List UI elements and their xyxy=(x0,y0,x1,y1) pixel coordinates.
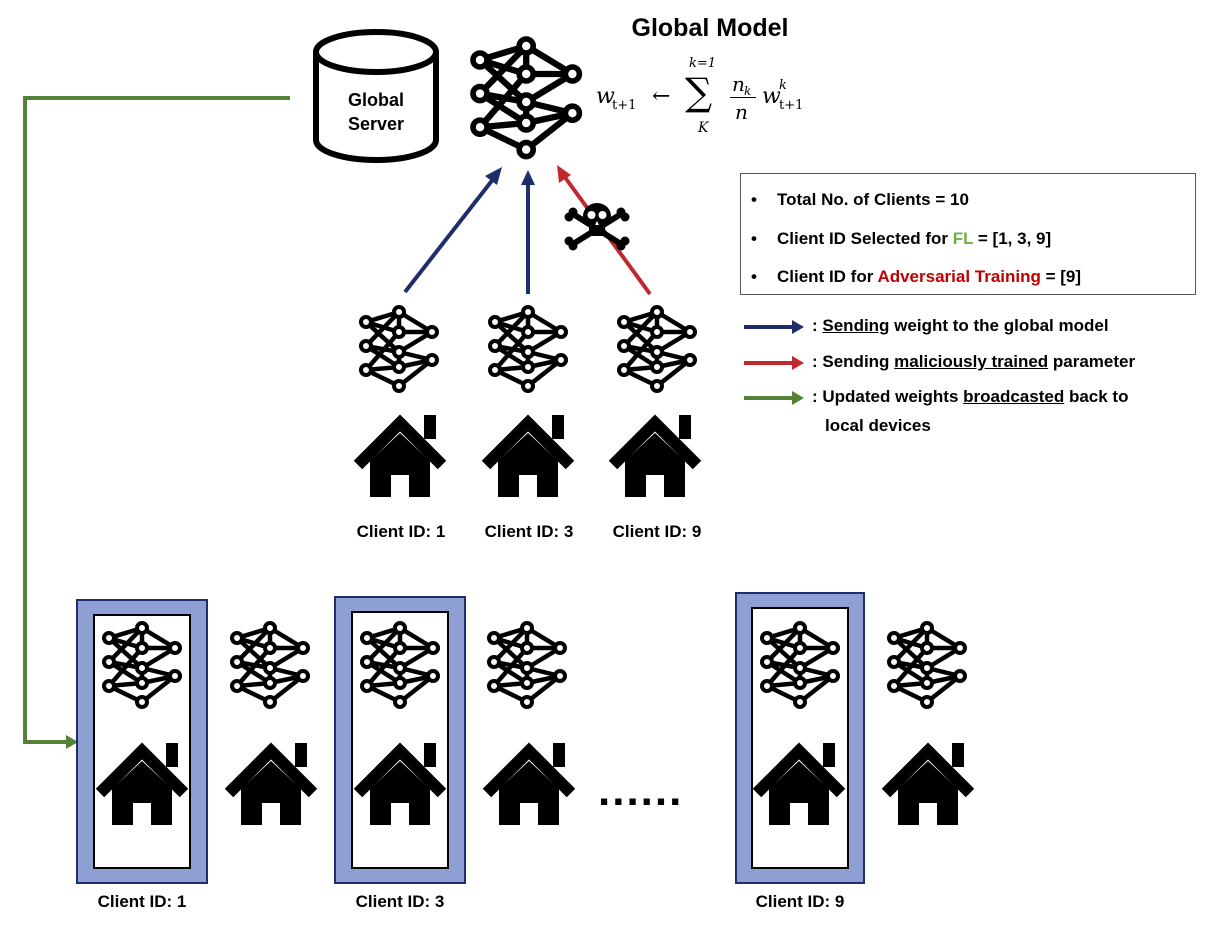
legend-blue-suffix: weight to the global model xyxy=(889,316,1109,335)
info-box: • Total No. of Clients = 10 • Client ID Se… xyxy=(740,173,1196,295)
legend-green-arrow-icon xyxy=(744,391,804,405)
page-title: Global Model xyxy=(631,14,789,42)
legend-red-arrow-icon xyxy=(744,356,804,370)
info-fl-highlight: FL xyxy=(952,229,974,248)
selected-client-label-9: Client ID: 9 xyxy=(612,522,702,541)
upload-arrow-client-1 xyxy=(403,167,502,294)
broadcast-arrow xyxy=(23,96,290,749)
client-9-house-icon xyxy=(613,415,697,497)
legend-green: : Updated weights broadcasted back to xyxy=(812,387,1128,407)
bottom-network-icon xyxy=(232,623,308,707)
info-adversarial-suffix: = [9] xyxy=(1040,267,1082,286)
bottom-house-icon xyxy=(886,743,970,825)
formula-lhs-sub: t+1 xyxy=(612,98,637,113)
legend-blue-prefix: : xyxy=(812,316,823,335)
formula-sum-symbol: ∑ xyxy=(685,70,713,114)
legend-red-prefix: : Sending xyxy=(812,352,895,371)
info-bullet: • xyxy=(751,190,757,209)
selected-client-box-1 xyxy=(76,599,208,884)
info-bullet: • xyxy=(751,267,757,286)
upload-arrow-client-3 xyxy=(521,170,535,294)
skull-icon xyxy=(565,203,630,251)
info-total-clients-text: Total No. of Clients = 10 xyxy=(777,190,969,209)
bottom-house-icon xyxy=(229,743,313,825)
more-clients-ellipsis: ...... xyxy=(598,766,684,815)
formula-sum-bottom: K xyxy=(698,120,709,136)
info-bullet: • xyxy=(751,229,757,248)
info-selected-clients: • Client ID Selected for FL = [1, 3, 9] xyxy=(751,229,1051,249)
selected-client-label-1: Client ID: 1 xyxy=(356,522,446,541)
legend-blue-underlined: Sending xyxy=(822,316,890,335)
global-model-network-icon xyxy=(473,39,579,157)
bottom-client-label-3: Client ID: 3 xyxy=(355,892,445,911)
legend-blue-arrow-icon xyxy=(744,320,804,334)
client-1-network-icon xyxy=(361,307,437,391)
formula-frac-bar xyxy=(730,97,756,98)
client-3-network-icon xyxy=(490,307,566,391)
formula-frac-num-sub: k xyxy=(744,84,752,98)
selected-client-label-3: Client ID: 3 xyxy=(484,522,574,541)
info-adversarial-clients: • Client ID for Adversarial Training = [9… xyxy=(751,267,1081,287)
bottom-client-label-9: Client ID: 9 xyxy=(755,892,845,911)
info-total-clients: • Total No. of Clients = 10 xyxy=(751,190,969,210)
info-adversarial-prefix: Client ID for xyxy=(777,267,878,286)
legend-red-suffix: parameter xyxy=(1048,352,1136,371)
formula-arrow: ← xyxy=(652,84,671,109)
legend-green-line-2: local devices xyxy=(825,416,931,435)
legend-green-suffix: back to xyxy=(1064,387,1129,406)
global-server-label: Global Server xyxy=(318,88,434,136)
formula-frac-den: n xyxy=(735,100,748,124)
client-9-network-icon xyxy=(619,307,695,391)
formula-lhs: w xyxy=(596,84,615,109)
legend-blue: : Sending weight to the global model xyxy=(812,316,1109,336)
legend-green-underlined: broadcasted xyxy=(963,387,1065,406)
formula-sum-top: k=1 xyxy=(689,56,717,71)
info-selected-prefix: Client ID Selected for xyxy=(777,229,953,248)
formula-frac-num: n xyxy=(732,72,745,96)
server-label-line-2: Server xyxy=(347,114,405,134)
bottom-client-label-1: Client ID: 1 xyxy=(97,892,187,911)
info-adversarial-highlight: Adversarial Training xyxy=(877,267,1041,286)
formula-rhs-sub: t+1 xyxy=(779,98,804,113)
bottom-network-icon xyxy=(489,623,565,707)
formula-rhs: w xyxy=(762,84,781,109)
bottom-network-icon xyxy=(889,623,965,707)
aggregation-formula: w t+1 ← k=1 ∑ K n k n w k t+1 xyxy=(596,56,836,142)
info-selected-suffix: = [1, 3, 9] xyxy=(973,229,1052,248)
global-server-icon xyxy=(313,29,439,163)
client-3-house-icon xyxy=(486,415,570,497)
client-1-house-icon xyxy=(358,415,442,497)
legend-green-prefix: : Updated weights xyxy=(812,387,964,406)
legend-red-underlined: maliciously trained xyxy=(894,352,1049,371)
server-label-line-1: Global xyxy=(347,90,404,110)
bottom-house-icon xyxy=(487,743,571,825)
formula-rhs-sup: k xyxy=(779,78,787,93)
legend-red: : Sending maliciously trained parameter xyxy=(812,352,1135,372)
